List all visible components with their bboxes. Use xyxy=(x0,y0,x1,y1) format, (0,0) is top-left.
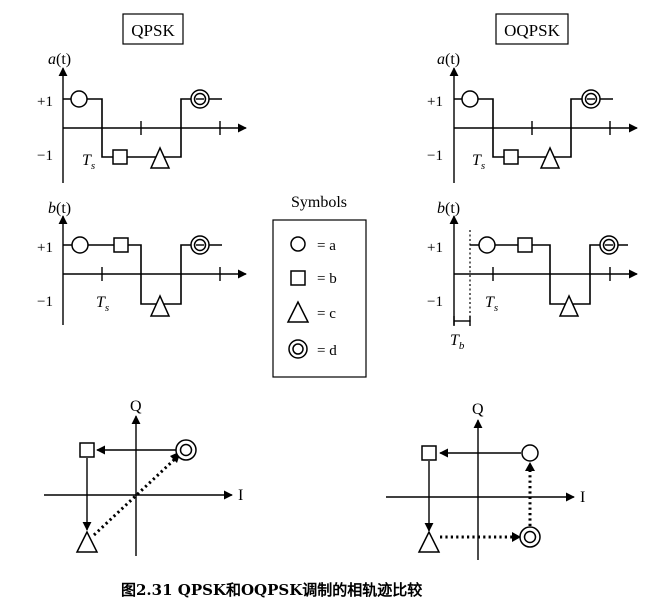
minus-one-label: −1 xyxy=(37,294,53,310)
oqpsk-title-box: OQPSK xyxy=(495,13,569,45)
symbols-legend: Symbols = a = b = c = d xyxy=(272,194,367,378)
i-axis-label: I xyxy=(580,489,585,506)
figure-caption: 图2.31 QPSK和OQPSK调制的相轨迹比较 xyxy=(121,581,422,599)
oqpsk-title: OQPSK xyxy=(504,21,560,40)
symbol-triangle xyxy=(149,146,171,169)
point-c xyxy=(75,530,99,553)
point-a xyxy=(521,444,539,462)
oqpsk-constellation: Q I xyxy=(386,401,585,560)
axis-label-b: b(t) xyxy=(48,200,71,217)
legend-entry-b: = b xyxy=(317,271,337,287)
legend-entry-a: = a xyxy=(317,238,336,254)
qpsk-a-waveform: a(t) +1 −1 Ts xyxy=(37,51,247,183)
axis-label-b: b(t) xyxy=(437,200,460,217)
qpsk-title: QPSK xyxy=(131,21,175,40)
point-c xyxy=(417,530,441,553)
symbol-square xyxy=(503,149,519,165)
point-b xyxy=(79,442,95,458)
minus-one-label: −1 xyxy=(37,148,53,164)
ts-label: Ts xyxy=(472,152,485,172)
legend-entry-c: = c xyxy=(317,306,336,322)
minus-one-label: −1 xyxy=(427,148,443,164)
legend-square-icon xyxy=(290,270,306,286)
plus-one-label: +1 xyxy=(427,94,443,110)
q-axis-label: Q xyxy=(472,401,484,418)
axis-label-a: a(t) xyxy=(437,51,460,68)
plus-one-label: +1 xyxy=(37,240,53,256)
legend-title: Symbols xyxy=(291,194,347,211)
symbol-triangle xyxy=(149,294,171,317)
qpsk-title-box: QPSK xyxy=(122,13,184,45)
symbol-circle xyxy=(70,90,88,108)
legend-circle-icon xyxy=(290,236,306,252)
qpsk-constellation: Q I xyxy=(44,398,243,556)
minus-one-label: −1 xyxy=(427,294,443,310)
ts-label: Ts xyxy=(485,294,498,314)
plus-one-label: +1 xyxy=(427,240,443,256)
plus-one-label: +1 xyxy=(37,94,53,110)
axis-label-a: a(t) xyxy=(48,51,71,68)
symbol-circle xyxy=(71,236,89,254)
symbol-square xyxy=(517,237,533,253)
ts-label: Ts xyxy=(96,294,109,314)
oqpsk-b-waveform: b(t) +1 −1 Ts Tb xyxy=(427,200,638,352)
oqpsk-a-waveform: a(t) +1 −1 Ts xyxy=(427,51,638,183)
legend-triangle-icon xyxy=(286,300,310,323)
symbol-triangle xyxy=(539,146,561,169)
i-axis-label: I xyxy=(238,487,243,504)
symbol-circle xyxy=(478,236,496,254)
tb-label: Tb xyxy=(450,332,465,352)
ts-label: Ts xyxy=(82,152,95,172)
symbol-square xyxy=(113,237,129,253)
point-b xyxy=(421,445,437,461)
symbol-circle xyxy=(461,90,479,108)
q-axis-label: Q xyxy=(130,398,142,415)
legend-entry-d: = d xyxy=(317,343,337,359)
symbol-square xyxy=(112,149,128,165)
symbol-triangle xyxy=(558,294,580,317)
qpsk-b-waveform: b(t) +1 −1 Ts xyxy=(37,200,247,325)
